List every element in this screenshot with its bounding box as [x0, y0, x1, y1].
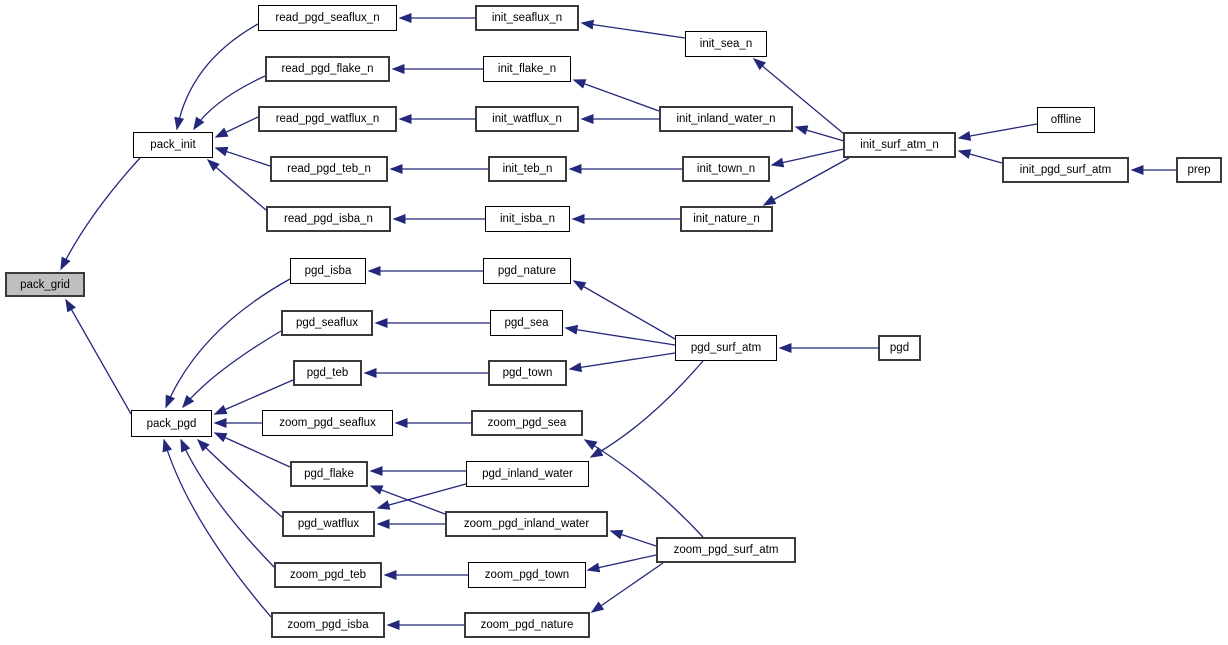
edge-init_surf_atm_n-to-init_nature_n	[762, 157, 850, 206]
node-pgd_town[interactable]: pgd_town	[488, 360, 567, 386]
node-pgd_surf_atm[interactable]: pgd_surf_atm	[675, 335, 777, 361]
node-read_pgd_seaflux_n[interactable]: read_pgd_seaflux_n	[258, 5, 397, 31]
node-read_pgd_flake_n[interactable]: read_pgd_flake_n	[265, 56, 390, 82]
node-init_sea_n[interactable]: init_sea_n	[685, 31, 767, 57]
edge-pgd_seaflux-to-pack_pgd	[182, 330, 282, 409]
edge-offline-to-init_surf_atm_n	[957, 123, 1038, 141]
node-prep[interactable]: prep	[1176, 157, 1222, 183]
edge-init_surf_atm_n-to-init_sea_n	[752, 58, 845, 135]
edge-read_pgd_flake_n-to-pack_init	[193, 75, 266, 131]
node-zoom_pgd_nature[interactable]: zoom_pgd_nature	[464, 612, 590, 638]
edge-zoom_pgd_surf_atm-to-zoom_pgd_nature	[590, 562, 664, 613]
edge-pack_pgd-to-pack_grid	[65, 298, 132, 415]
node-pgd_teb[interactable]: pgd_teb	[293, 360, 362, 386]
edge-zoom_pgd_surf_atm-to-zoom_pgd_town	[586, 554, 657, 573]
node-zoom_pgd_isba[interactable]: zoom_pgd_isba	[271, 612, 385, 638]
node-read_pgd_isba_n[interactable]: read_pgd_isba_n	[266, 206, 391, 232]
edge-init_surf_atm_n-to-init_inland_water_n	[794, 125, 845, 142]
node-pgd_nature[interactable]: pgd_nature	[483, 258, 571, 284]
node-pack_pgd[interactable]: pack_pgd	[131, 410, 212, 437]
edge-read_pgd_watflux_n-to-pack_init	[214, 116, 259, 138]
node-init_teb_n[interactable]: init_teb_n	[488, 156, 567, 182]
node-init_pgd_surf_atm[interactable]: init_pgd_surf_atm	[1002, 157, 1129, 183]
node-pgd_seaflux[interactable]: pgd_seaflux	[281, 310, 373, 336]
edge-init_pgd_surf_atm-to-init_surf_atm_n	[957, 149, 1003, 164]
node-offline[interactable]: offline	[1037, 107, 1095, 133]
edge-pgd_inland_water-to-pgd_watflux	[376, 483, 467, 510]
edge-pgd_surf_atm-to-pgd_inland_water	[589, 360, 704, 458]
node-pgd_watflux[interactable]: pgd_watflux	[282, 511, 375, 537]
node-zoom_pgd_teb[interactable]: zoom_pgd_teb	[274, 562, 382, 588]
node-read_pgd_watflux_n[interactable]: read_pgd_watflux_n	[258, 106, 397, 132]
node-pack_grid[interactable]: pack_grid	[5, 272, 85, 297]
node-init_inland_water_n[interactable]: init_inland_water_n	[659, 106, 793, 132]
node-pgd[interactable]: pgd	[878, 335, 921, 361]
node-init_seaflux_n[interactable]: init_seaflux_n	[475, 5, 579, 31]
edge-zoom_pgd_inland_water-to-pgd_flake	[369, 485, 446, 515]
edge-zoom_pgd_teb-to-pack_pgd	[180, 438, 275, 568]
node-init_watflux_n[interactable]: init_watflux_n	[475, 106, 579, 132]
edge-zoom_pgd_isba-to-pack_pgd	[162, 438, 272, 618]
edge-pgd_surf_atm-to-pgd_town	[568, 352, 676, 373]
edge-pack_init-to-pack_grid	[60, 157, 141, 271]
node-pgd_sea[interactable]: pgd_sea	[490, 310, 563, 336]
edge-pgd_surf_atm-to-pgd_nature	[572, 280, 676, 340]
edge-pgd_isba-to-pack_pgd	[165, 278, 291, 409]
node-init_flake_n[interactable]: init_flake_n	[483, 56, 571, 82]
node-init_town_n[interactable]: init_town_n	[682, 156, 770, 182]
edge-pgd_watflux-to-pack_pgd	[196, 438, 283, 518]
edge-init_inland_water_n-to-init_flake_n	[572, 79, 660, 112]
node-pgd_flake[interactable]: pgd_flake	[290, 461, 368, 487]
node-init_surf_atm_n[interactable]: init_surf_atm_n	[843, 132, 956, 158]
node-zoom_pgd_seaflux[interactable]: zoom_pgd_seaflux	[262, 410, 393, 436]
node-init_nature_n[interactable]: init_nature_n	[680, 206, 773, 232]
node-zoom_pgd_surf_atm[interactable]: zoom_pgd_surf_atm	[656, 537, 796, 563]
node-read_pgd_teb_n[interactable]: read_pgd_teb_n	[270, 156, 388, 182]
edge-zoom_pgd_surf_atm-to-zoom_pgd_inland_water	[609, 529, 657, 547]
edge-zoom_pgd_surf_atm-to-zoom_pgd_sea	[583, 439, 704, 538]
edge-init_sea_n-to-init_seaflux_n	[580, 19, 686, 39]
node-init_isba_n[interactable]: init_isba_n	[485, 206, 570, 232]
edge-pgd_flake-to-pack_pgd	[213, 432, 291, 468]
node-zoom_pgd_inland_water[interactable]: zoom_pgd_inland_water	[445, 511, 608, 537]
node-zoom_pgd_sea[interactable]: zoom_pgd_sea	[471, 410, 583, 436]
node-pgd_isba[interactable]: pgd_isba	[290, 258, 366, 284]
node-zoom_pgd_town[interactable]: zoom_pgd_town	[468, 562, 586, 588]
edge-pgd_teb-to-pack_pgd	[213, 379, 294, 415]
edge-init_surf_atm_n-to-init_town_n	[770, 148, 845, 168]
edge-read_pgd_isba_n-to-pack_init	[206, 158, 267, 211]
edge-read_pgd_teb_n-to-pack_init	[214, 146, 271, 167]
node-pgd_inland_water[interactable]: pgd_inland_water	[466, 461, 589, 487]
edge-pgd_surf_atm-to-pgd_sea	[564, 324, 676, 346]
node-pack_init[interactable]: pack_init	[133, 132, 213, 158]
edge-read_pgd_seaflux_n-to-pack_init	[174, 23, 259, 131]
